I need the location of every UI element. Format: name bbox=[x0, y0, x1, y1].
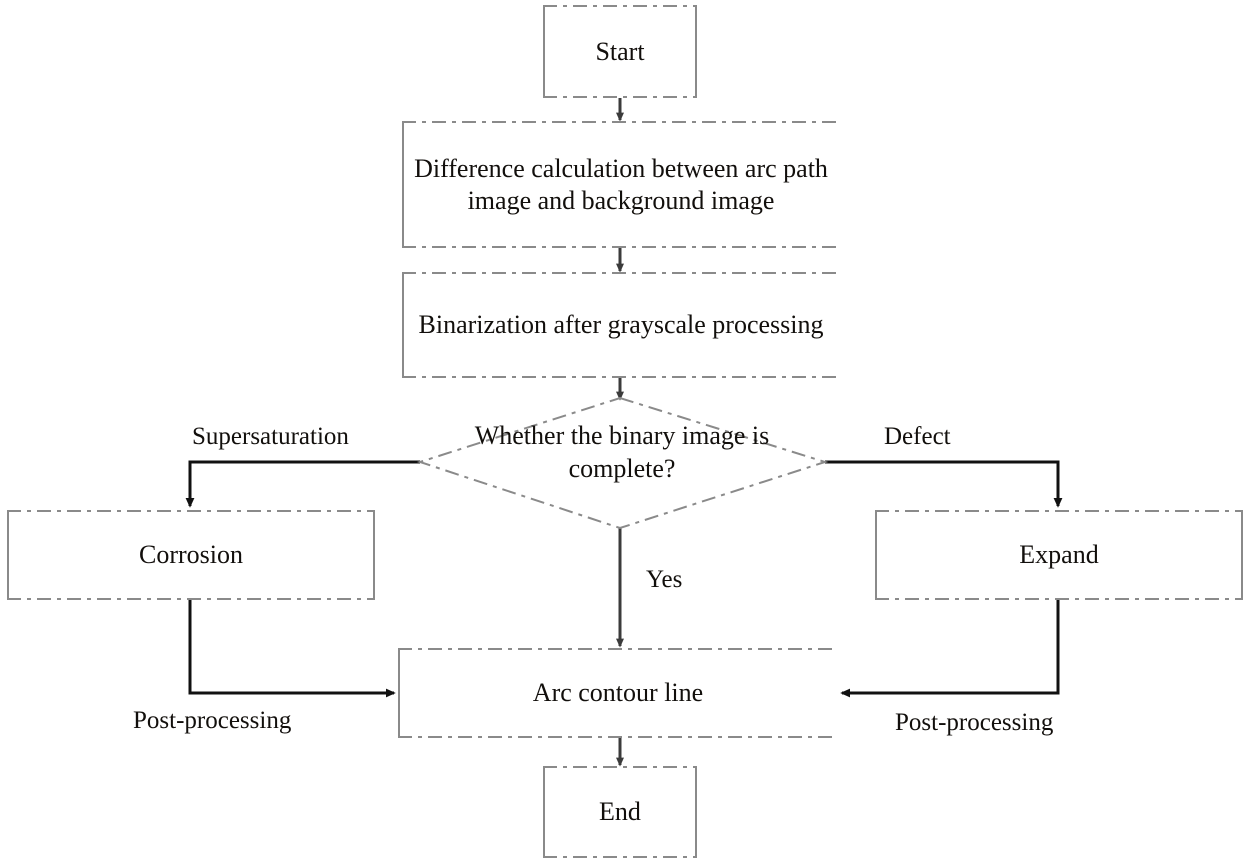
edge-label-defect-text: Defect bbox=[884, 423, 951, 450]
node-expand[interactable]: Expand bbox=[875, 510, 1243, 600]
node-corrosion[interactable]: Corrosion bbox=[7, 510, 375, 600]
node-arc-contour-line-label: Arc contour line bbox=[532, 678, 704, 708]
edge-label-post-processing-right: Post-processing bbox=[895, 710, 1053, 735]
node-start-label: Start bbox=[595, 36, 645, 66]
node-end-label: End bbox=[599, 797, 641, 827]
edge-corrosion-to-arc-contour bbox=[188, 600, 396, 698]
edge-decision-to-corrosion bbox=[185, 460, 420, 508]
node-binarization[interactable]: Binarization after grayscale processing bbox=[402, 272, 840, 378]
edge-label-post-processing-left-text: Post-processing bbox=[133, 707, 292, 734]
node-corrosion-label: Corrosion bbox=[139, 540, 243, 570]
node-arc-contour-line[interactable]: Arc contour line bbox=[398, 648, 838, 738]
edge-label-yes: Yes bbox=[646, 567, 682, 592]
edge-label-post-processing-right-text: Post-processing bbox=[895, 709, 1054, 736]
edge-expand-to-arc-contour bbox=[840, 600, 1060, 698]
edge-label-yes-text: Yes bbox=[646, 566, 683, 593]
node-decision-label-wrap: Whether the binary image is complete? bbox=[472, 420, 772, 485]
node-end[interactable]: End bbox=[543, 766, 697, 858]
edge-label-defect: Defect bbox=[884, 424, 951, 449]
node-decision-label: Whether the binary image is complete? bbox=[474, 421, 770, 483]
node-difference-calculation[interactable]: Difference calculation between arc path … bbox=[402, 121, 840, 248]
edge-label-post-processing-left: Post-processing bbox=[133, 708, 291, 733]
node-expand-label: Expand bbox=[1019, 540, 1099, 570]
node-binarization-label: Binarization after grayscale processing bbox=[418, 310, 824, 340]
node-difference-calculation-label: Difference calculation between arc path … bbox=[414, 153, 828, 215]
edge-decision-to-expand bbox=[825, 460, 1063, 508]
edge-label-supersaturation-text: Supersaturation bbox=[192, 423, 349, 450]
edge-label-supersaturation: Supersaturation bbox=[192, 424, 349, 449]
node-start[interactable]: Start bbox=[543, 5, 697, 98]
node-decision[interactable]: Whether the binary image is complete? bbox=[420, 398, 825, 528]
